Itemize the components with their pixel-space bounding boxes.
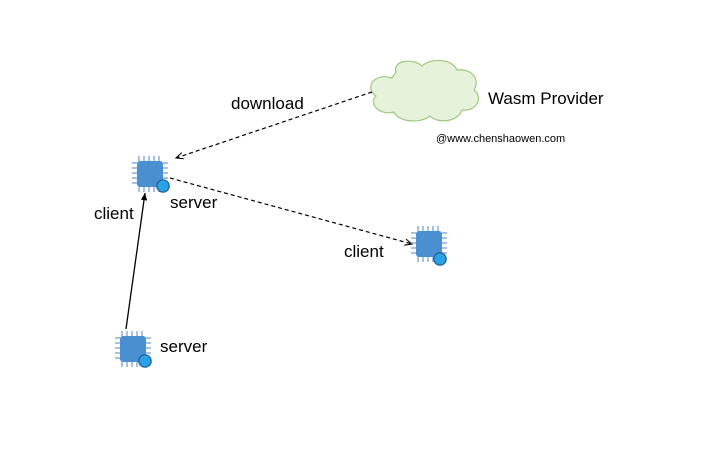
node-right-chip-icon [410,225,448,266]
watermark-label: @www.chenshaowen.com [436,133,566,145]
node-top-client-label: client [94,204,134,223]
download-edge-label: download [231,94,304,113]
node-right-client-label: client [344,242,384,261]
node-top-chip-icon [131,155,170,193]
node-bottom-chip-icon [114,330,152,368]
node-top-server-label: server [170,193,218,212]
wasm-provider-cloud-icon [370,59,479,122]
wasm-provider-label: Wasm Provider [488,89,604,108]
node-bottom-server-label: server [160,337,208,356]
edge-bottom-to-top [125,192,148,330]
